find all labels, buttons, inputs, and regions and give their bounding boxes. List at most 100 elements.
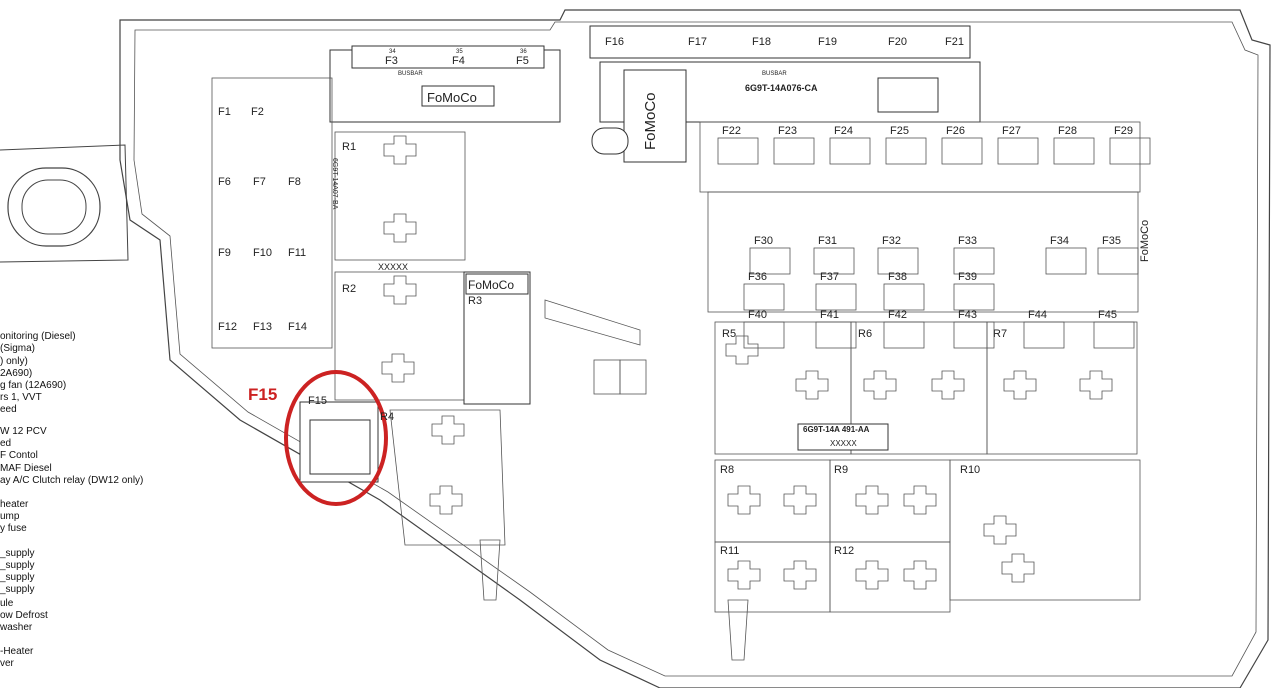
relay-label-r6: R6	[858, 328, 872, 340]
fuse-label-f22: F22	[722, 125, 741, 137]
fuse-num: 34	[389, 49, 396, 55]
f15-callout-label: F15	[248, 385, 278, 404]
fuse-label-f37: F37	[820, 271, 839, 283]
fuse-label-f21: F21	[945, 36, 964, 48]
label-layer: F3 F4 F5 34 35 36 F16 F17 F18 F19 F20 F2…	[218, 36, 1151, 557]
fuse-label-f44: F44	[1028, 309, 1047, 321]
fuse-label-f34: F34	[1050, 235, 1069, 247]
busbar-label: BUSBAR	[398, 71, 423, 77]
relay-label-r4: R4	[380, 411, 394, 423]
fuse-label-f17: F17	[688, 36, 707, 48]
fuse-label-f40: F40	[748, 309, 767, 321]
legend-line: washer	[0, 622, 33, 633]
legend-line: ow Defrost	[0, 610, 48, 621]
fuse-label-f15: F15	[308, 395, 327, 407]
relay-label-r11: R11	[720, 545, 739, 557]
fuse-body	[749, 247, 791, 275]
fuse-label-f27: F27	[1002, 125, 1021, 137]
housing-outline	[119, 9, 1271, 688]
fuse-body	[813, 247, 855, 275]
connector-terminal	[903, 560, 937, 590]
fuse-label-f11: F11	[288, 247, 306, 259]
legend-line: _supply	[0, 548, 35, 559]
legend-line: ver	[0, 658, 14, 669]
part-number-left: 6G9T-14A07-BA	[331, 158, 338, 210]
fuse-label-f43: F43	[958, 309, 977, 321]
legend-line: onitoring (Diesel)	[0, 331, 76, 342]
xxxxx-label: XXXXX	[378, 262, 408, 272]
connector-terminal	[863, 370, 897, 400]
connector-terminal	[727, 485, 761, 515]
connector-shapes	[381, 135, 1113, 590]
fuse-label-f9: F9	[218, 247, 231, 259]
fuse-body	[883, 321, 925, 349]
fuse-body	[941, 137, 983, 165]
fuse-label-f28: F28	[1058, 125, 1077, 137]
relay-label-r3: R3	[468, 295, 482, 307]
fomoco-logo: FoMoCo	[427, 90, 477, 105]
fuse-body	[773, 137, 815, 165]
legend-line: ump	[0, 511, 20, 522]
relay-label-r2: R2	[342, 283, 356, 295]
relay-label-r8: R8	[720, 464, 734, 476]
fuse-label-f26: F26	[946, 125, 965, 137]
legend-line: MAF Diesel	[0, 463, 52, 474]
fomoco-logo-vertical: FoMoCo	[642, 92, 659, 150]
legend-line: W 12 PCV	[0, 426, 47, 437]
fuse-label-f36: F36	[748, 271, 767, 283]
part-number-middle: 6G9T-14A 491-AA	[803, 425, 870, 434]
mounting-lug	[0, 144, 129, 263]
fuse-body	[1097, 247, 1139, 275]
fuse-label-f1: F1	[218, 106, 231, 118]
fuse-label-f30: F30	[754, 235, 773, 247]
relay-label-r9: R9	[834, 464, 848, 476]
legend-line: _supply	[0, 584, 35, 595]
fuse-label-f14: F14	[288, 321, 307, 333]
fuse-body	[1093, 321, 1135, 349]
connector-terminal	[725, 335, 759, 365]
fuse-label-f3: F3	[385, 55, 398, 67]
fuse-body	[743, 321, 785, 349]
fuse-body	[1109, 137, 1151, 165]
connector-terminal	[855, 485, 889, 515]
legend-line: y fuse	[0, 523, 27, 534]
relay-label-r7: R7	[993, 328, 1007, 340]
f15-highlight-circle	[284, 370, 388, 506]
fuse-body	[717, 137, 759, 165]
part-number-top: 6G9T-14A076-CA	[745, 83, 818, 93]
fuse-label-f41: F41	[820, 309, 839, 321]
fuse-label-f19: F19	[818, 36, 837, 48]
fuse-body	[815, 321, 857, 349]
fuse-label-f13: F13	[253, 321, 272, 333]
fuse-body	[953, 321, 995, 349]
fuse-body	[1045, 247, 1087, 275]
legend-line: -Heater	[0, 646, 34, 657]
fomoco-logo-vertical: FoMoCo	[1139, 220, 1151, 262]
fuse-label-f8: F8	[288, 176, 301, 188]
fuse-body	[953, 247, 995, 275]
legend-line: ed	[0, 438, 12, 449]
fuse-label-f20: F20	[888, 36, 907, 48]
fuse-body	[1023, 321, 1065, 349]
fuse-label-f45: F45	[1098, 309, 1117, 321]
connector-terminal	[1001, 553, 1035, 583]
fuse-label-f7: F7	[253, 176, 266, 188]
legend-line: (Sigma)	[0, 343, 36, 354]
fuse-label-f31: F31	[818, 235, 837, 247]
legend-line: heater	[0, 499, 29, 510]
fuse-body	[829, 137, 871, 165]
fuse-label-f5: F5	[516, 55, 529, 67]
connector-terminal	[983, 515, 1017, 545]
relay-label-r1: R1	[342, 141, 356, 153]
fuse-label-f2: F2	[251, 106, 264, 118]
connector-terminal	[931, 370, 965, 400]
fuse-label-f42: F42	[888, 309, 907, 321]
relay-label-r12: R12	[834, 545, 854, 557]
legend-line: ) only)	[0, 356, 28, 367]
fuse-label-f33: F33	[958, 235, 977, 247]
fuse-label-f32: F32	[882, 235, 901, 247]
fuse-label-f12: F12	[218, 321, 237, 333]
legend-line: 2A690)	[0, 368, 33, 379]
